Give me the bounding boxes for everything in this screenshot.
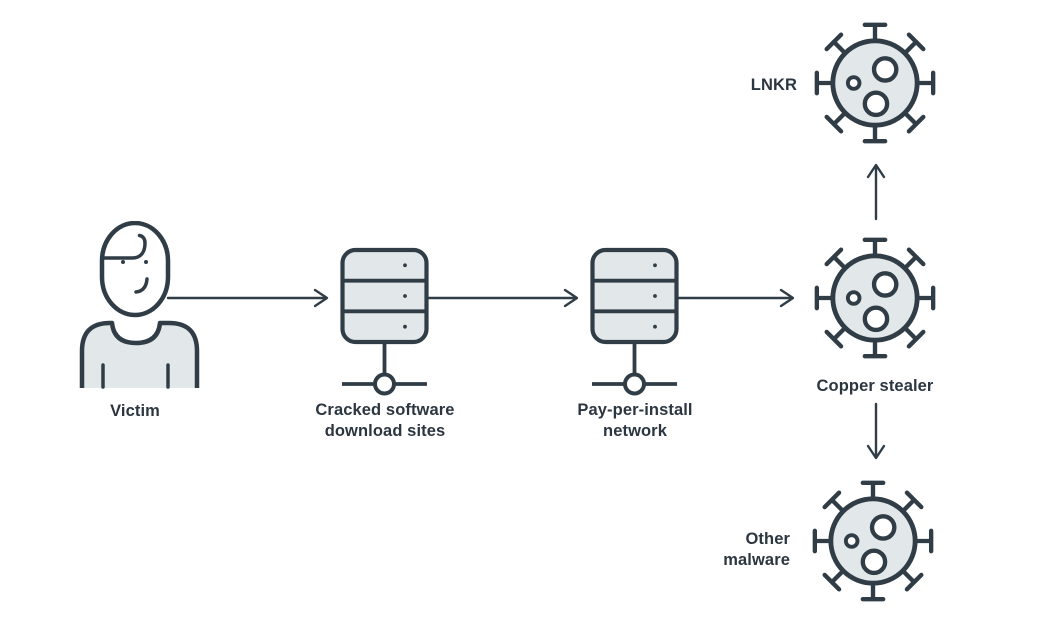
label-other-malware: Other malware bbox=[690, 529, 790, 571]
label-victim: Victim bbox=[110, 402, 160, 420]
node-cracked-sites bbox=[335, 246, 435, 398]
person-smile bbox=[134, 277, 149, 294]
virus-spot-small bbox=[845, 75, 862, 91]
label-line: Cracked software bbox=[315, 401, 455, 419]
server-led bbox=[403, 294, 407, 298]
person-torso bbox=[79, 320, 200, 388]
label-copper-stealer: Copper stealer bbox=[816, 377, 934, 395]
server-base-node bbox=[373, 372, 396, 396]
arrow-copper-stealer-to-lnkr bbox=[866, 163, 886, 221]
person-eye-left bbox=[121, 260, 125, 264]
virus-spot-bottom bbox=[862, 305, 890, 333]
server-led bbox=[403, 324, 407, 329]
arrow-copper-stealer-to-other-malware bbox=[866, 402, 886, 460]
virus-spot-small bbox=[843, 533, 860, 549]
person-eye-right bbox=[144, 260, 148, 264]
node-copper-stealer bbox=[812, 235, 938, 361]
node-other-malware bbox=[810, 478, 936, 604]
virus-icon bbox=[812, 480, 934, 602]
node-lnkr bbox=[812, 20, 938, 146]
server-led bbox=[653, 294, 657, 298]
virus-spot-top bbox=[871, 271, 899, 298]
label-line: Pay-per-install bbox=[577, 401, 693, 419]
server-base-node bbox=[623, 372, 646, 396]
label-cracked-sites: Cracked software download sites bbox=[295, 400, 475, 442]
server-box bbox=[340, 247, 429, 345]
virus-spot-top bbox=[871, 56, 899, 83]
server-led bbox=[403, 263, 407, 268]
virus-spot-bottom bbox=[862, 90, 890, 118]
person-arm-creases bbox=[101, 363, 170, 389]
label-line: malware bbox=[723, 551, 790, 569]
label-line: network bbox=[603, 422, 667, 440]
server-dividers bbox=[592, 278, 677, 314]
virus-icon bbox=[814, 22, 936, 144]
person-head bbox=[99, 221, 171, 318]
server-led bbox=[653, 263, 657, 268]
arrow-ppi-network-to-copper-stealer bbox=[676, 288, 795, 308]
virus-spot-small bbox=[845, 290, 862, 306]
virus-icon bbox=[814, 237, 936, 359]
label-lnkr: LNKR bbox=[750, 76, 797, 94]
person-icon bbox=[79, 221, 200, 389]
server-led bbox=[653, 324, 657, 329]
arrow-cracked-sites-to-ppi-network bbox=[426, 288, 579, 308]
server-icon bbox=[590, 247, 679, 396]
label-ppi-network: Pay-per-install network bbox=[545, 400, 725, 442]
virus-spot-top bbox=[869, 514, 897, 541]
virus-spot-bottom bbox=[860, 548, 888, 576]
node-victim bbox=[66, 221, 206, 391]
server-dividers bbox=[342, 278, 427, 314]
server-box bbox=[590, 247, 679, 345]
label-line: download sites bbox=[324, 422, 446, 440]
node-ppi-network bbox=[585, 246, 685, 398]
server-icon bbox=[340, 247, 429, 396]
person-hair bbox=[101, 233, 147, 260]
label-line: Other bbox=[745, 530, 790, 548]
